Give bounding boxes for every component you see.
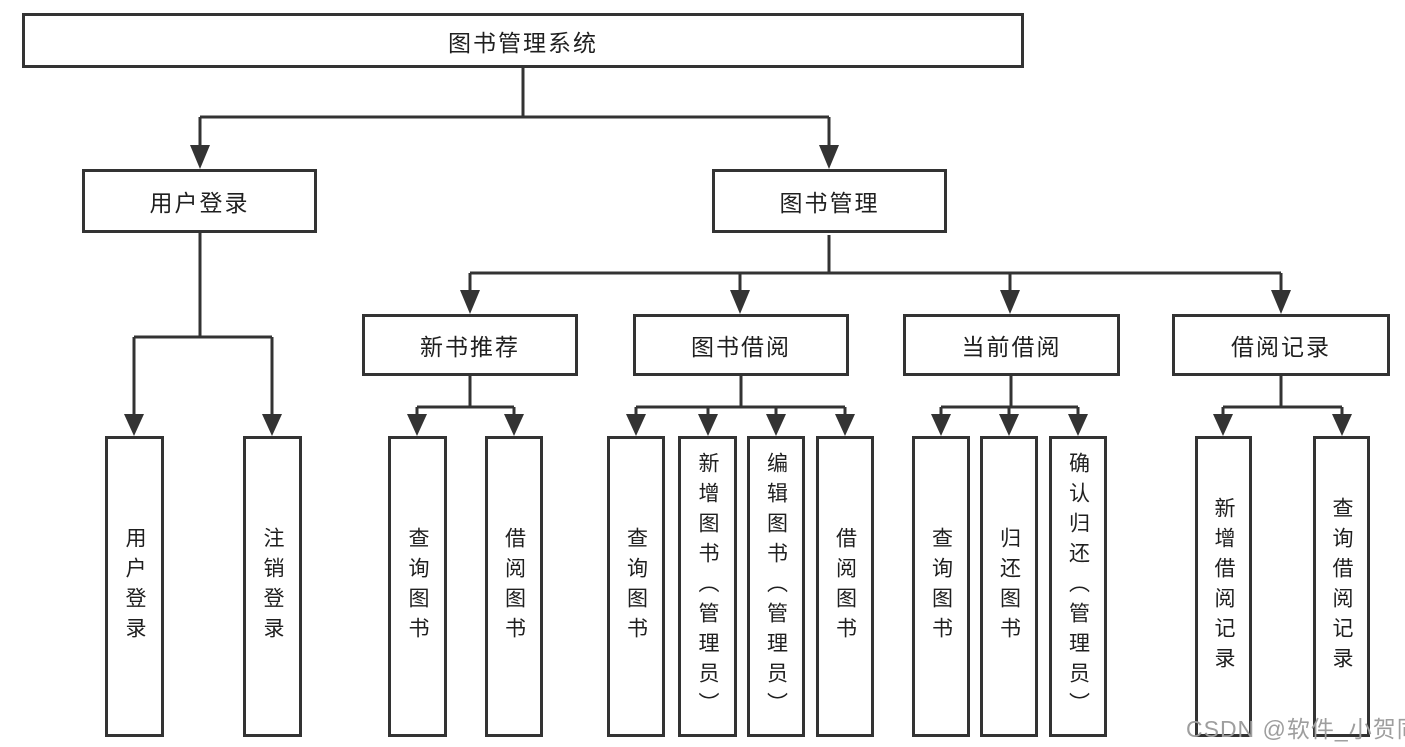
node-logout-login: 注销登录 bbox=[243, 436, 302, 737]
node-query-books-borrowing: 查询图书 bbox=[607, 436, 665, 737]
arrowhead-icon bbox=[190, 145, 210, 169]
node-label: 确认归还（管理员） bbox=[1066, 451, 1090, 722]
node-label: 用户登录 bbox=[149, 190, 250, 216]
node-label: 查询图书 bbox=[406, 526, 429, 647]
arrowhead-icon bbox=[819, 145, 839, 169]
arrowhead-icon bbox=[460, 290, 480, 314]
arrowhead-icon bbox=[1000, 290, 1020, 314]
arrowhead-icon bbox=[1332, 414, 1352, 436]
arrowhead-icon bbox=[835, 414, 855, 436]
node-user-login-leaf: 用户登录 bbox=[105, 436, 164, 737]
connector-user-login-split bbox=[124, 233, 282, 436]
arrowhead-icon bbox=[1271, 290, 1291, 314]
connector-book-management-split bbox=[460, 235, 1291, 314]
node-label: 图书借阅 bbox=[691, 334, 791, 360]
arrowhead-icon bbox=[698, 414, 718, 436]
connector-current-borrowing-split bbox=[931, 376, 1088, 436]
node-book-management: 图书管理 bbox=[712, 169, 947, 233]
node-new-book-recommend: 新书推荐 bbox=[362, 314, 578, 376]
arrowhead-icon bbox=[1213, 414, 1233, 436]
node-add-borrow-record: 新增借阅记录 bbox=[1195, 436, 1252, 737]
arrowhead-icon bbox=[407, 414, 427, 436]
arrowhead-icon bbox=[1068, 414, 1088, 436]
node-root-system: 图书管理系统 bbox=[22, 13, 1024, 68]
node-book-borrowing: 图书借阅 bbox=[633, 314, 849, 376]
node-query-books-newrec: 查询图书 bbox=[388, 436, 447, 737]
node-label: 借阅图书 bbox=[833, 526, 857, 647]
node-query-books-current: 查询图书 bbox=[912, 436, 970, 737]
connector-book-borrowing-split bbox=[626, 376, 855, 436]
node-edit-books-admin: 编辑图书（管理员） bbox=[747, 436, 805, 737]
arrowhead-icon bbox=[999, 414, 1019, 436]
csdn-watermark: CSDN @软件_小贺同学 bbox=[1186, 716, 1405, 742]
node-label: 注销登录 bbox=[261, 526, 284, 647]
node-label: 查询图书 bbox=[624, 526, 648, 647]
node-borrowing-records: 借阅记录 bbox=[1172, 314, 1390, 376]
node-label: 查询借阅记录 bbox=[1330, 496, 1353, 677]
arrowhead-icon bbox=[626, 414, 646, 436]
node-label: 编辑图书（管理员） bbox=[764, 451, 788, 722]
node-borrow-books-newrec: 借阅图书 bbox=[485, 436, 543, 737]
node-label: 归还图书 bbox=[997, 526, 1021, 647]
arrowhead-icon bbox=[124, 414, 144, 436]
arrowhead-icon bbox=[766, 414, 786, 436]
node-query-borrow-record: 查询借阅记录 bbox=[1313, 436, 1370, 737]
node-label: 当前借阅 bbox=[961, 334, 1062, 360]
node-label: 查询图书 bbox=[929, 526, 953, 647]
node-label: 图书管理 bbox=[779, 190, 880, 216]
arrowhead-icon bbox=[730, 290, 750, 314]
node-label: 借阅记录 bbox=[1231, 334, 1331, 360]
node-label: 图书管理系统 bbox=[448, 29, 598, 56]
node-confirm-return-admin: 确认归还（管理员） bbox=[1049, 436, 1107, 737]
arrowhead-icon bbox=[262, 414, 282, 436]
connector-new-book-split bbox=[407, 376, 524, 436]
node-label: 新书推荐 bbox=[420, 334, 520, 360]
arrowhead-icon bbox=[931, 414, 951, 436]
node-current-borrowing: 当前借阅 bbox=[903, 314, 1120, 376]
node-borrow-books-borrowing: 借阅图书 bbox=[816, 436, 874, 737]
node-label: 用户登录 bbox=[123, 526, 146, 647]
arrowhead-icon bbox=[504, 414, 524, 436]
node-label: 新增图书（管理员） bbox=[696, 451, 719, 722]
node-label: 新增借阅记录 bbox=[1212, 496, 1235, 677]
node-label: 借阅图书 bbox=[502, 526, 526, 647]
connector-borrowing-records-split bbox=[1213, 376, 1352, 436]
connector-root-split bbox=[190, 68, 839, 169]
node-user-login: 用户登录 bbox=[82, 169, 317, 233]
node-add-books-admin: 新增图书（管理员） bbox=[678, 436, 737, 737]
node-return-books: 归还图书 bbox=[980, 436, 1038, 737]
